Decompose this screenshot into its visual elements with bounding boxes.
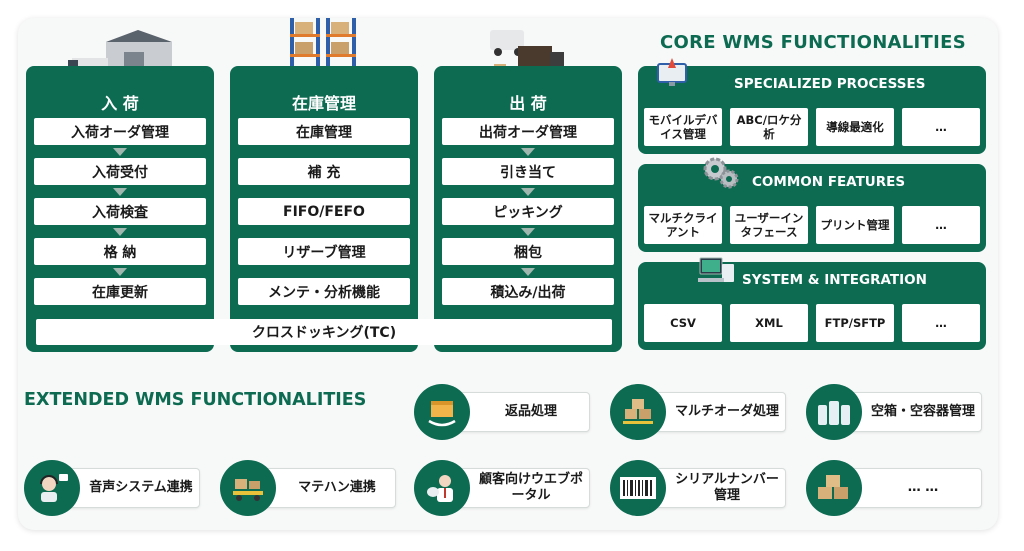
outbound-column: 出 荷 出荷オーダ管理 引き当て ピッキング 梱包 積込み/出荷 [434,66,622,352]
return-box-icon [414,384,470,440]
ext-item-more: … … [806,460,982,516]
outbound-step: ピッキング [442,198,614,225]
inbound-step: 入荷オーダ管理 [34,118,206,145]
inventory-step: 補 充 [238,158,410,185]
ext-item-multi-order: マルチオーダ処理 [610,384,786,440]
inventory-step: メンテ・分析機能 [238,278,410,305]
inbound-step: 在庫更新 [34,278,206,305]
system-integration-panel: SYSTEM & INTEGRATION CSV XML FTP/SFTP … [638,257,986,350]
computer-network-icon [698,257,734,282]
panel-chip: FTP/SFTP [816,304,894,342]
specialized-processes-panel: SPECIALIZED PROCESSES モバイルデバイス管理 ABC/ロケ分… [638,58,986,154]
panel-chip: マルチクライアント [644,206,722,244]
cross-docking-bar: クロスドッキング(TC) [36,319,612,345]
ext-item-web-portal: 顧客向けウエブポータル [414,460,590,516]
inbound-step: 入荷受付 [34,158,206,185]
panel-chip: XML [730,304,808,342]
inbound-column: 入 荷 入荷オーダ管理 入荷受付 入荷検査 格 納 在庫更新 [26,66,214,352]
down-arrow-icon [521,148,535,156]
panel-title: SPECIALIZED PROCESSES [734,76,926,92]
panel-chip: … [902,304,980,342]
panel-chip: ABC/ロケ分析 [730,108,808,146]
panel-chip: CSV [644,304,722,342]
panel-chip: モバイルデバイス管理 [644,108,722,146]
inventory-step: 在庫管理 [238,118,410,145]
conveyor-icon [220,460,276,516]
inbound-step: 格 納 [34,238,206,265]
panel-title: COMMON FEATURES [752,174,906,190]
monitor-rocket-icon [657,58,687,86]
outbound-step: 梱包 [442,238,614,265]
down-arrow-icon [521,188,535,196]
down-arrow-icon [113,188,127,196]
panel-chip: ユーザーインタフェース [730,206,808,244]
panel-chip: … [902,206,980,244]
inbound-step: 入荷検査 [34,198,206,225]
gears-icon [703,157,739,189]
common-features-panel: COMMON FEATURES マルチクライアント ユーザーインタフェース プリ… [638,157,986,252]
core-title: CORE WMS FUNCTIONALITIES [660,32,966,53]
boxes-icon [806,460,862,516]
ext-item-serial-number: シリアルナンバー管理 [610,460,786,516]
down-arrow-icon [521,268,535,276]
outbound-step: 引き当て [442,158,614,185]
down-arrow-icon [113,228,127,236]
inventory-column: 在庫管理 在庫管理 補 充 FIFO/FEFO リザーブ管理 メンテ・分析機能 [230,66,418,352]
panel-chip: … [902,108,980,146]
empty-container-icon [806,384,862,440]
outbound-title: 出 荷 [509,94,547,113]
headset-voice-icon [24,460,80,516]
ext-item-material-handling: マテハン連携 [220,460,396,516]
multi-order-icon [610,384,666,440]
outbound-step: 積込み/出荷 [442,278,614,305]
down-arrow-icon [113,268,127,276]
inbound-title: 入 荷 [101,94,139,113]
down-arrow-icon [521,228,535,236]
ext-item-voice: 音声システム連携 [24,460,200,516]
ext-item-label: シリアルナンバー管理 [640,468,786,508]
inventory-step: FIFO/FEFO [238,198,410,225]
panel-chip: 導線最適化 [816,108,894,146]
outbound-step: 出荷オーダ管理 [442,118,614,145]
inventory-title: 在庫管理 [291,94,356,113]
inventory-step: リザーブ管理 [238,238,410,265]
barcode-icon [610,460,666,516]
delivery-trucks-illustration [490,30,564,76]
ext-item-returns: 返品処理 [414,384,590,440]
web-portal-icon [414,460,470,516]
ext-item-empty-containers: 空箱・空容器管理 [806,384,982,440]
down-arrow-icon [113,148,127,156]
panel-title: SYSTEM & INTEGRATION [742,272,927,288]
panel-chip: プリント管理 [816,206,894,244]
extended-title: EXTENDED WMS FUNCTIONALITIES [24,390,367,410]
